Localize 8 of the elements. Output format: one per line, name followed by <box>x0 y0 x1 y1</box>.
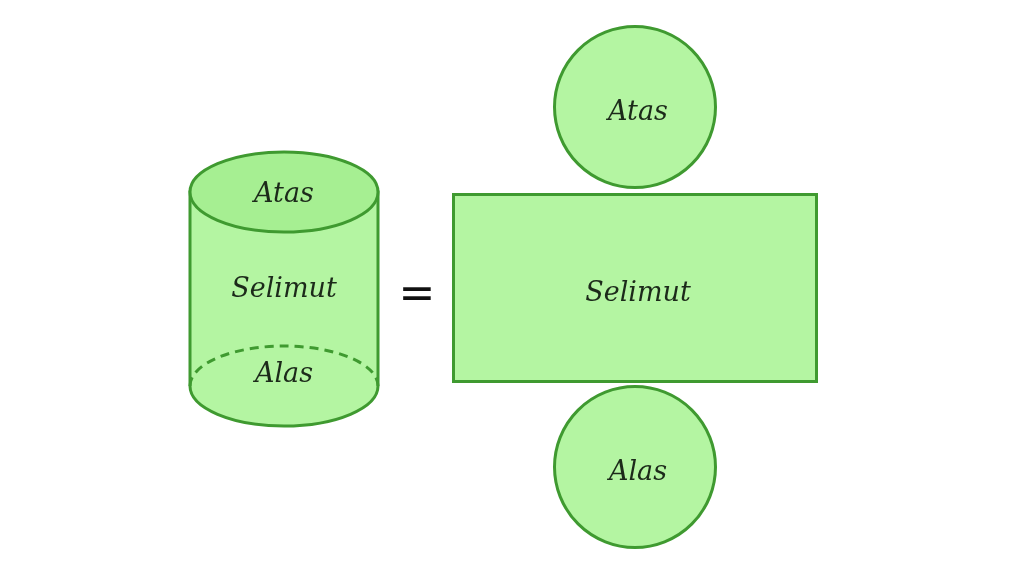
shape-label: Selimut <box>231 271 337 303</box>
shape-label: Atas <box>608 94 668 126</box>
rectangle-shape <box>452 193 818 383</box>
equals-sign: = <box>398 266 436 318</box>
shape-label: Alas <box>608 454 668 486</box>
shape-label: Atas <box>254 176 314 208</box>
shape-label: Selimut <box>585 275 691 307</box>
shape-label: Alas <box>254 356 314 388</box>
